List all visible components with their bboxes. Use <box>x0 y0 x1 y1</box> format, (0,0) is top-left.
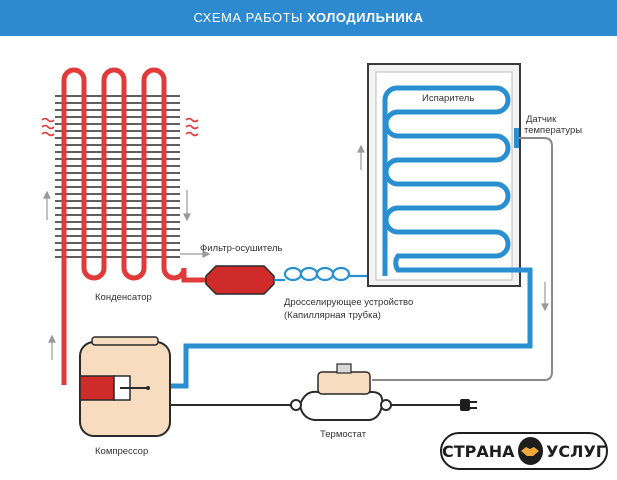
condenser-fins <box>55 95 180 258</box>
thermostat-right-terminal <box>380 399 392 411</box>
refrigerator-cabinet <box>367 63 521 287</box>
condenser-coil <box>61 67 212 385</box>
brand-logo: СТРАНА УСЛУГ <box>440 432 608 470</box>
evaporator-label: Испаритель <box>422 93 474 104</box>
throttle-label-line1: Дросселирующее устройство <box>284 297 413 308</box>
power-plug-icon <box>460 399 477 411</box>
sensor-label-line1: Датчик <box>526 114 557 125</box>
thermostat-loop <box>299 390 384 421</box>
thermostat-label: Термостат <box>320 429 367 440</box>
brand-right: УСЛУГ <box>546 441 606 461</box>
brand-left: СТРАНА <box>442 441 515 461</box>
thermostat-left-terminal <box>290 399 302 411</box>
condenser-label: Конденсатор <box>95 292 152 303</box>
title-banner: СХЕМА РАБОТЫ ХОЛОДИЛЬНИКА <box>0 0 617 36</box>
sensor-wire <box>372 137 553 381</box>
compressor-label: Компрессор <box>95 446 148 457</box>
temperature-sensor <box>514 128 519 148</box>
title-prefix: СХЕМА РАБОТЫ <box>193 10 304 25</box>
title-bold: ХОЛОДИЛЬНИКА <box>307 10 424 25</box>
sensor-label-line2: температуры <box>524 125 582 136</box>
thermostat <box>317 363 371 395</box>
filter-drier <box>205 265 275 295</box>
evaporator-coil <box>168 85 533 389</box>
throttle-label-line2: (Капиллярная трубка) <box>284 310 381 321</box>
filter-label: Фильтр-осушитель <box>200 243 283 254</box>
compressor <box>79 336 171 437</box>
handshake-icon <box>517 437 544 465</box>
flow-arrows <box>43 144 549 360</box>
heat-arrows-left <box>41 117 55 137</box>
heat-arrows-right <box>185 117 199 137</box>
